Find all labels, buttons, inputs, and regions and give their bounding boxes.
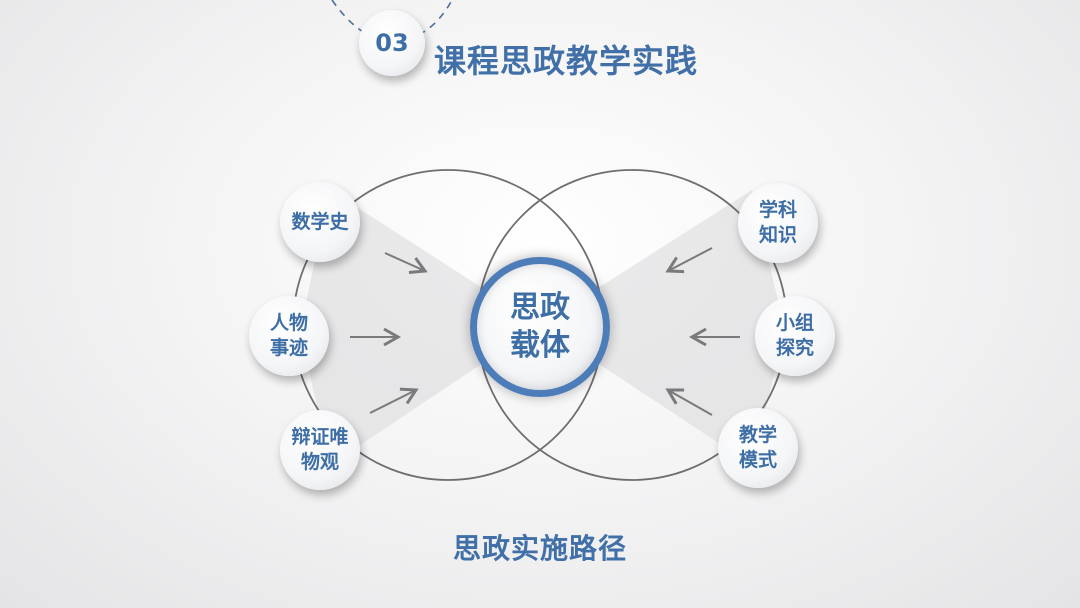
node-label: 教学 [738,424,777,446]
center-node: 思政载体 [470,257,610,397]
section-number-badge: 03 [359,10,425,76]
node-math-history: 数学史 [280,182,360,262]
arrow-1 [384,252,428,275]
node-label: 数学史 [291,210,349,233]
left-shade [300,190,540,465]
node-teaching-mode: 教学模式 [718,408,798,488]
arrow-3 [369,387,419,414]
node-label: 探究 [775,337,814,359]
center-label: 载体 [510,328,570,363]
node-label: 人物 [269,312,308,334]
node-subject-knowledge: 学科知识 [738,183,818,263]
section-number: 03 [375,29,409,57]
right-shade [540,190,785,465]
node-figures-events: 人物事迹 [249,296,329,376]
node-group-inquiry: 小组探究 [755,296,835,376]
page-title: 课程思政教学实践 [434,42,699,80]
node-label: 知识 [758,224,797,246]
node-label: 学科 [758,199,797,221]
node-label: 物观 [300,451,339,473]
node-label: 模式 [738,449,777,471]
node-label: 辩证唯 [291,426,349,448]
dashed-arc [331,0,453,43]
node-dialectical-materialism: 辩证唯物观 [280,410,360,490]
arrow-6 [665,388,713,416]
diagram-caption: 思政实施路径 [452,532,627,565]
node-label: 事迹 [269,337,308,359]
arrow-4 [665,247,713,274]
node-label: 小组 [775,312,814,334]
center-label: 思政 [510,290,570,325]
